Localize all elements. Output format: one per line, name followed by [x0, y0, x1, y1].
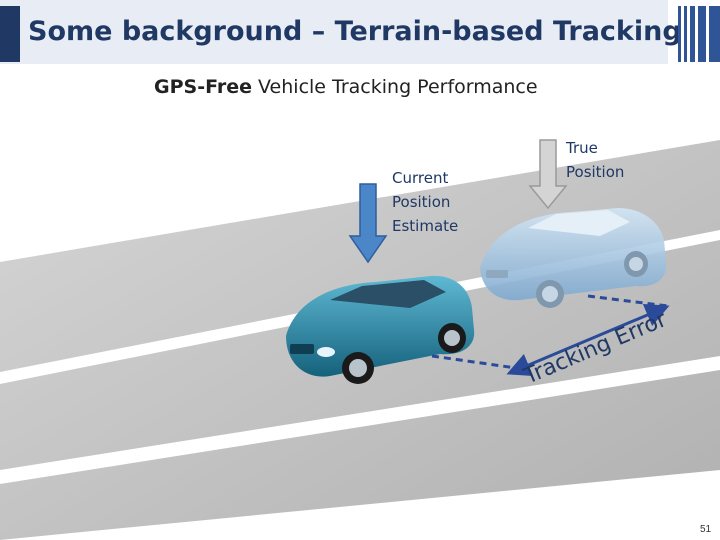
slide-subtitle: GPS-Free Vehicle Tracking Performance: [154, 76, 538, 98]
error-ref-line-true: [587, 294, 669, 308]
true-position-car: [480, 208, 667, 308]
corner-decoration: [678, 6, 720, 62]
title-band: [0, 0, 668, 64]
subtitle-rest: Vehicle Tracking Performance: [252, 76, 538, 98]
true-position-label: True Position: [566, 139, 625, 181]
estimated-position-car: [286, 275, 475, 384]
error-ref-line-estimate: [431, 354, 517, 370]
title-accent-bar: [0, 6, 20, 62]
down-arrow-icon: [348, 183, 388, 264]
slide-title: Some background – Terrain-based Tracking: [28, 16, 682, 47]
down-arrow-icon: [528, 139, 568, 210]
page-number: 51: [700, 524, 712, 535]
subtitle-bold: GPS-Free: [154, 76, 252, 98]
tracking-error-arrow: [506, 303, 670, 377]
current-position-label: Current Position Estimate: [392, 169, 459, 235]
